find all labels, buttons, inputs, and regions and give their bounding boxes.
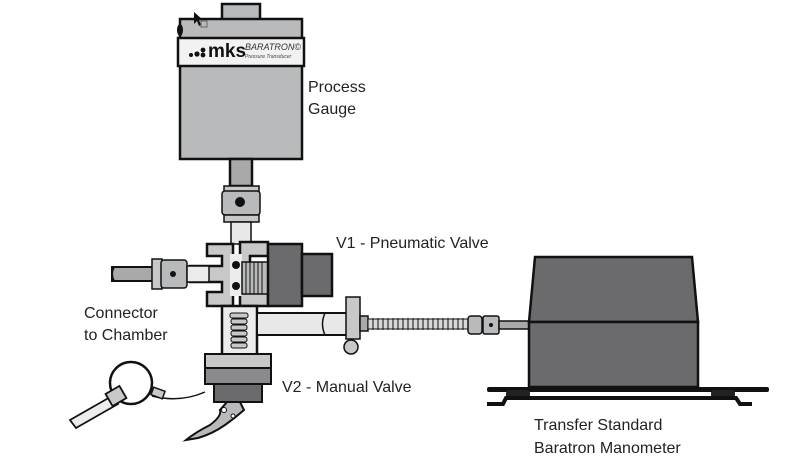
gauge-fitting [221, 157, 261, 245]
lock-pin-with-ring [68, 360, 206, 430]
process-gauge-label-line2: Gauge [308, 101, 357, 118]
process-gauge [176, 2, 306, 161]
mks-logo: mks [208, 41, 247, 62]
v2-label: V2 - Manual Valve [282, 379, 412, 396]
connector-label-line1: Connector [84, 305, 158, 322]
pressure-transducer-subtitle: Pressure Transducer [245, 54, 292, 60]
transfer-standard-label-line2: Baratron Manometer [534, 440, 681, 457]
connector-label-line2: to Chamber [84, 327, 168, 344]
transfer-standard-label-line1: Transfer Standard [534, 417, 663, 434]
process-gauge-label-line1: Process [308, 79, 366, 96]
chamber-connector [111, 258, 210, 290]
v1-pneumatic-valve [188, 240, 334, 308]
transfer-standard-manometer [487, 255, 769, 406]
baratron-product-name: BARATRON© [245, 42, 301, 52]
v1-label: V1 - Pneumatic Valve [336, 235, 489, 252]
v2-manual-valve [182, 304, 272, 442]
transfer-tube [256, 296, 530, 355]
mouse-cursor-icon [194, 12, 208, 28]
